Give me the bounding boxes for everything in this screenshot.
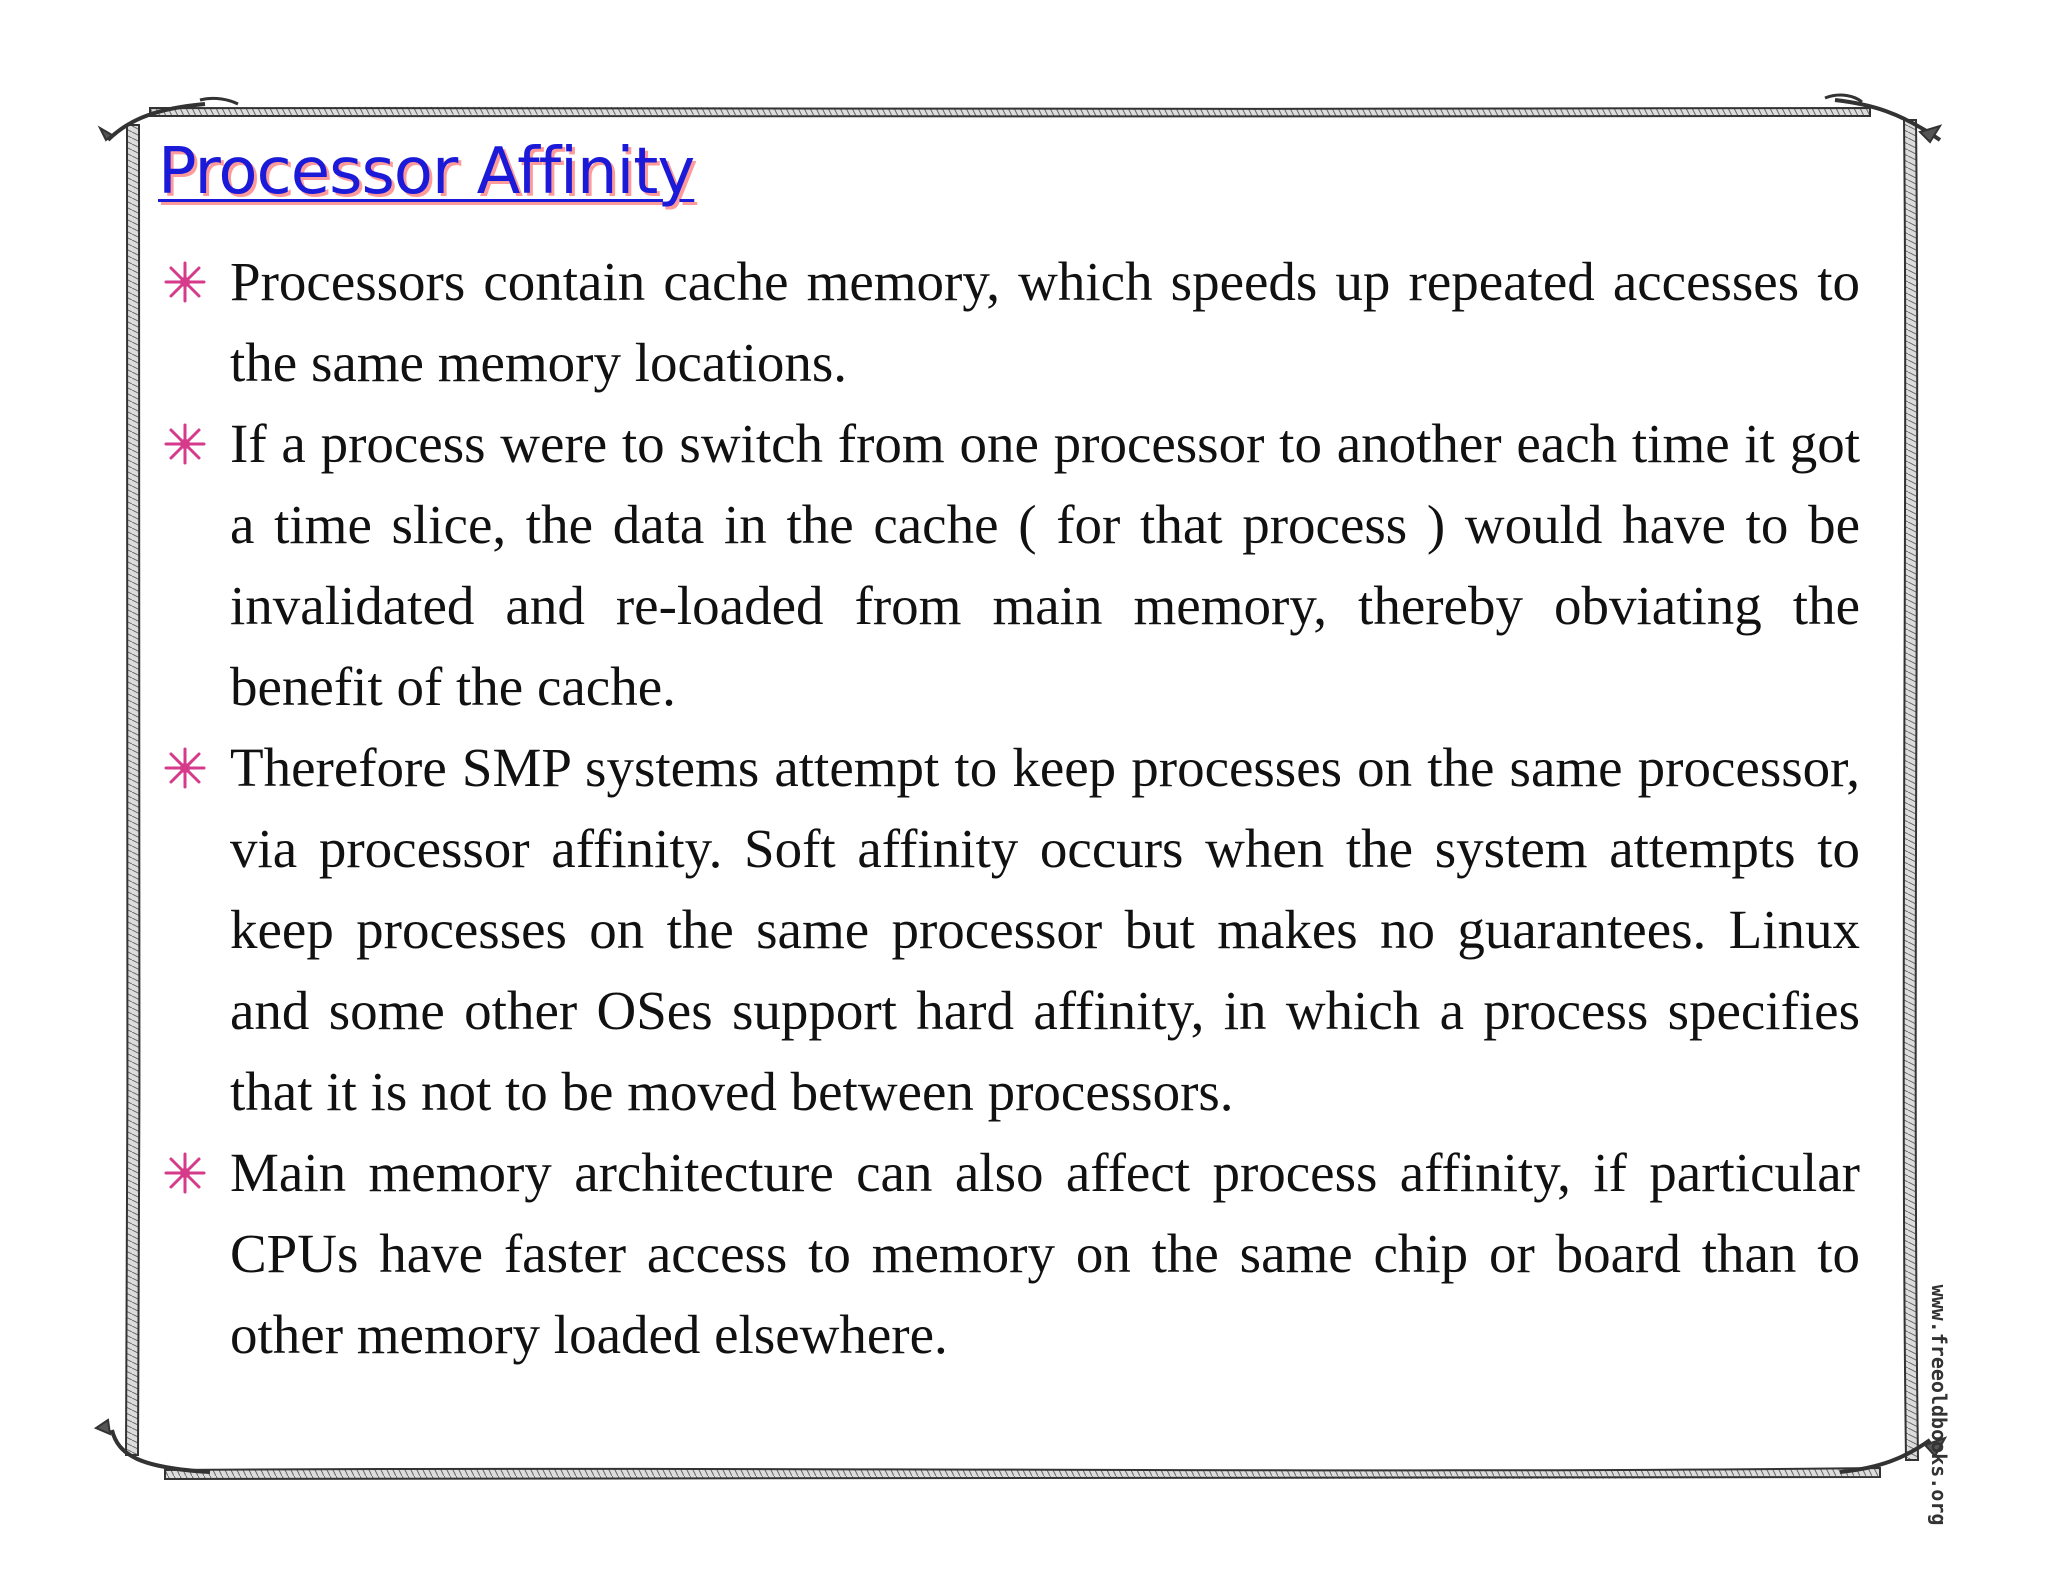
bullet-item: Therefore SMP systems attempt to keep pr… bbox=[160, 727, 1860, 1132]
pink-snowflake-icon bbox=[164, 1152, 206, 1194]
bullet-list: Processors contain cache memory, which s… bbox=[160, 241, 1860, 1375]
watermark-text: www.freeoldbooks.org bbox=[1927, 1284, 1951, 1526]
bullet-item: Main memory architecture can also affect… bbox=[160, 1132, 1860, 1375]
bullet-text: If a process were to switch from one pro… bbox=[230, 413, 1860, 717]
slide-title: Processor Affinity bbox=[158, 135, 695, 209]
pink-snowflake-icon bbox=[164, 423, 206, 465]
bullet-item: Processors contain cache memory, which s… bbox=[160, 241, 1860, 403]
pink-snowflake-icon bbox=[164, 261, 206, 303]
pink-snowflake-icon bbox=[164, 747, 206, 789]
bullet-item: If a process were to switch from one pro… bbox=[160, 403, 1860, 727]
bullet-text: Processors contain cache memory, which s… bbox=[230, 251, 1860, 393]
watermark: www.freeoldbooks.org bbox=[1904, 1285, 1974, 1526]
bullet-text: Main memory architecture can also affect… bbox=[230, 1142, 1860, 1365]
bullet-text: Therefore SMP systems attempt to keep pr… bbox=[230, 737, 1860, 1122]
